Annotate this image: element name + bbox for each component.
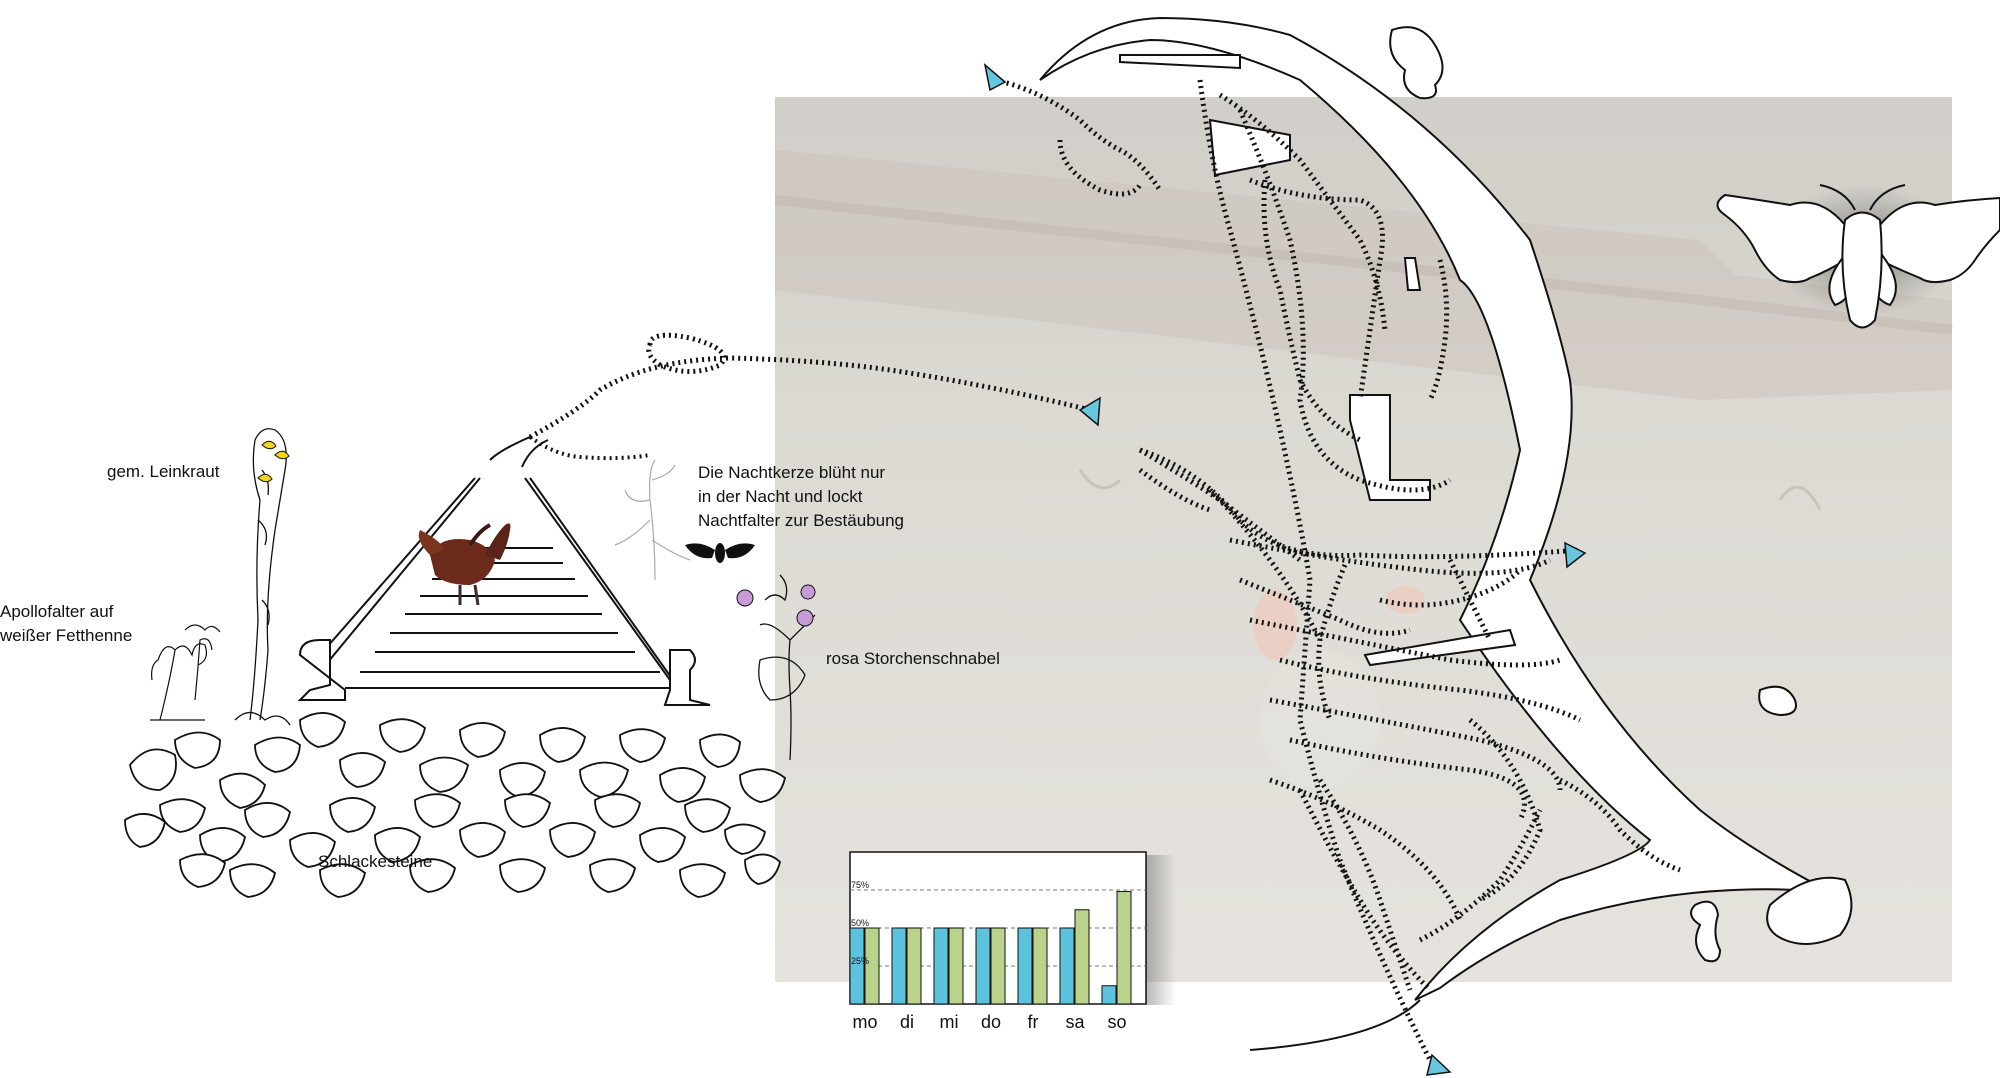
apollofalter-label-line2: weißer Fetthenne [0,626,133,645]
y-tick-label: 75% [851,880,869,890]
bar-do-series2 [990,927,1006,1005]
arrow-head-icon [983,63,1007,92]
fetthenne-plant [150,624,221,721]
leinkraut-blossoms [257,440,290,483]
y-tick-label: 50% [851,918,869,928]
bar-so-series2 [1116,891,1132,1005]
small-moth-icon [685,543,755,563]
x-tick-label-so: so [1107,1012,1126,1032]
nachtkerze-label-line2: in der Nacht und lockt [698,487,863,506]
x-tick-label-sa: sa [1065,1012,1085,1032]
pheasant-icon [418,523,511,606]
river-shape [1039,16,1831,1051]
moth-flight-paths [528,77,1681,1062]
nachtkerze-label-line3: Nachtfalter zur Bestäubung [698,511,905,530]
bar-mi-series1 [933,927,949,1005]
rail-track [297,435,711,706]
bar-di-series1 [891,927,907,1005]
bar-fr-series1 [1017,927,1033,1005]
bar-sa-series1 [1059,927,1075,1005]
storchenschnabel-plant [758,574,816,761]
bar-sa-series2 [1074,909,1090,1005]
x-tick-label-fr: fr [1028,1012,1039,1032]
schlackesteine-label: Schlackesteine [318,852,433,871]
nachtkerze-label-line1: Die Nachtkerze blüht nur [698,463,886,482]
bar-mi-series2 [948,927,964,1005]
apollofalter-label-line1: Apollofalter auf [0,602,114,621]
x-tick-label-mi: mi [940,1012,959,1032]
leinkraut-label: gem. Leinkraut [107,462,220,481]
leinkraut-plant [234,428,291,726]
island-shapes [1389,26,1853,963]
schlacke-stones [124,712,787,898]
arrow-head-icon [1564,541,1587,569]
bar-di-series2 [906,927,922,1005]
x-tick-label-do: do [981,1012,1001,1032]
nachtkerze-plant [614,459,691,581]
bar-do-series1 [975,927,991,1005]
moth-icon [1716,184,2000,329]
bar-so-series1 [1101,985,1117,1005]
bar-mo-series2 [864,927,880,1005]
y-tick-label: 25% [851,956,869,966]
arrow-head-icon [1078,396,1101,427]
weekday-bar-chart: 75% 50% 25% mo di mi do fr sa so [849,851,1176,1032]
bar-mo-series1 [849,927,865,1005]
arrow-heads [983,63,1587,1076]
blurred-plant [1260,650,1380,790]
storchenschnabel-label: rosa Storchenschnabel [826,649,1000,668]
arrow-head-icon [1426,1053,1452,1076]
x-tick-label-di: di [900,1012,914,1032]
rail-beam [775,150,1952,400]
x-tick-label-mo: mo [852,1012,877,1032]
bar-fr-series2 [1032,927,1048,1005]
storchenschnabel-flowers [736,584,816,627]
